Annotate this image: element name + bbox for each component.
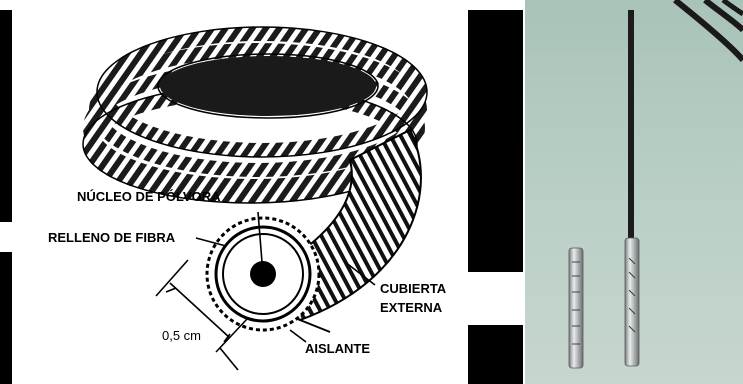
cord-curve-3	[723, 0, 743, 14]
label-powder-core: NÚCLEO DE PÓLVORA	[77, 190, 221, 204]
cord-photo	[525, 0, 743, 384]
detonating-cord-illustration: NÚCLEO DE PÓLVORA RELLENO DE FIBRA CUBIE…	[0, 0, 523, 384]
blasting-cap-right	[625, 238, 639, 366]
photo-drawing	[525, 0, 743, 384]
label-dimension: 0,5 cm	[162, 329, 201, 343]
label-fiber-fill: RELLENO DE FIBRA	[48, 231, 175, 245]
vertical-cord	[628, 10, 634, 240]
cross-section	[207, 218, 319, 330]
label-insulator: AISLANTE	[305, 342, 370, 356]
blasting-cap-left	[569, 248, 583, 368]
label-outer-cover-line2: EXTERNA	[380, 301, 442, 315]
label-outer-cover-line1: CUBIERTA	[380, 282, 446, 296]
